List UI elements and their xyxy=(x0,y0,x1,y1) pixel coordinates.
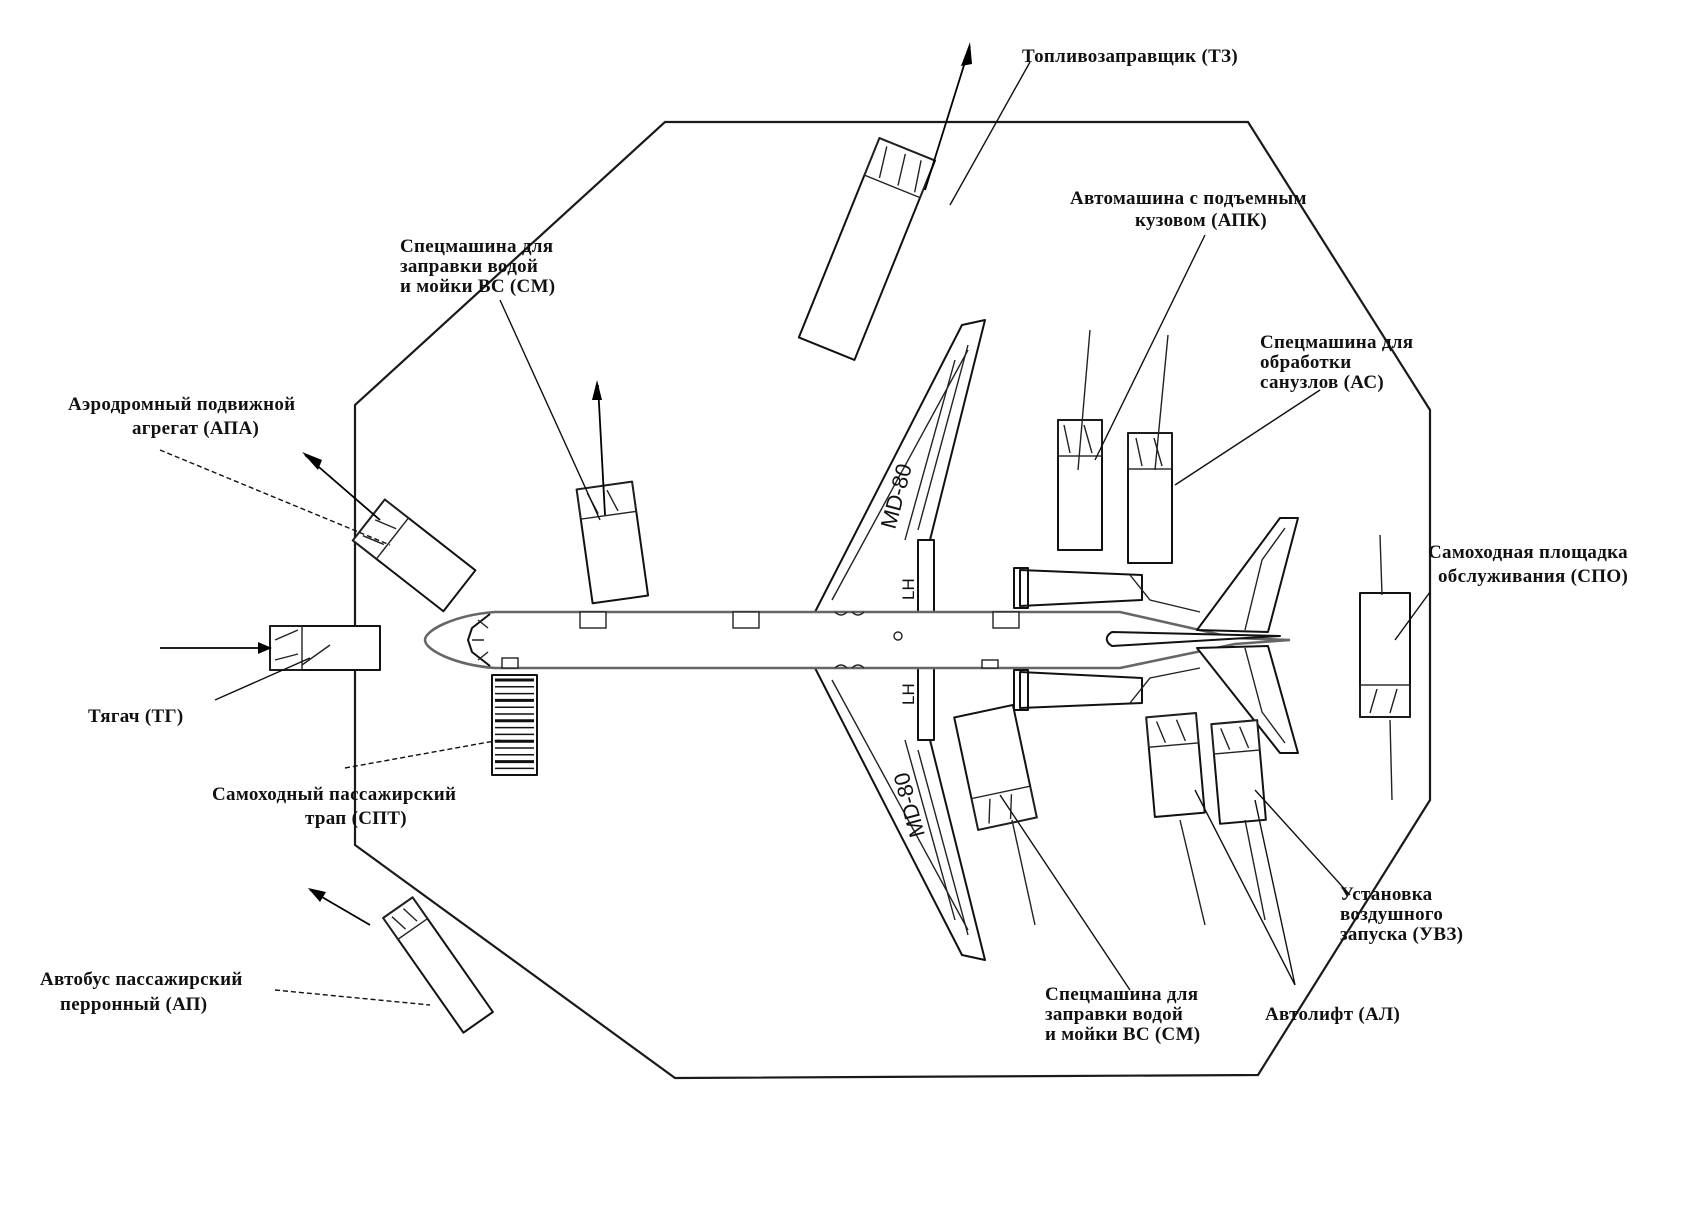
door xyxy=(992,611,1020,629)
svg-text:Топливозаправщик (ТЗ): Топливозаправщик (ТЗ) xyxy=(1022,46,1238,67)
svg-text:заправки водой: заправки водой xyxy=(400,256,538,277)
svg-text:Самоходная площадка: Самоходная площадка xyxy=(1428,542,1628,563)
arrowhead xyxy=(308,888,326,902)
catering-lift-1 xyxy=(1145,711,1206,818)
svg-text:Автобус пассажирский: Автобус пассажирский xyxy=(40,969,243,990)
door xyxy=(579,611,607,629)
fuselage xyxy=(423,610,1291,670)
svg-text:кузовом (АПК): кузовом (АПК) xyxy=(1135,210,1267,231)
svg-text:перронный (АП): перронный (АП) xyxy=(60,994,207,1015)
passenger-stairs xyxy=(491,674,538,776)
water-vehicle-top xyxy=(575,480,650,605)
passenger-bus xyxy=(382,896,494,1034)
label-lift-truck: Автомашина с подъемным кузовом (АПК) xyxy=(1070,188,1307,231)
lift-truck-1-guide-line xyxy=(1077,329,1091,471)
svg-text:заправки водой: заправки водой xyxy=(1045,1004,1183,1025)
water-vehicle-top-direction-arrow xyxy=(597,384,606,516)
label-lavatory-vehicle: Спецмашина для обработки санузлов (АС) xyxy=(1260,332,1413,393)
label-water-vehicle-bottom: Спецмашина для заправки водой и мойки ВС… xyxy=(1045,984,1200,1045)
svg-text:санузлов (АС): санузлов (АС) xyxy=(1260,372,1384,393)
tug xyxy=(269,625,381,671)
aircraft-md80: MD-80 LH MD-80 LH xyxy=(423,319,1299,961)
svg-text:Спецмашина для: Спецмашина для xyxy=(400,236,553,257)
service-platform xyxy=(1359,592,1411,718)
label-air-start: Установка воздушного запуска (УВЗ) xyxy=(1340,884,1463,945)
wing-root-mark-upper: LH xyxy=(899,578,918,600)
label-tug: Тягач (ТГ) xyxy=(88,706,183,727)
engine-lower xyxy=(1013,667,1201,711)
svg-text:Тягач (ТГ): Тягач (ТГ) xyxy=(88,706,183,727)
arrowhead xyxy=(302,452,322,470)
leader-lines xyxy=(159,61,1431,1006)
lift-truck-2 xyxy=(1127,432,1173,564)
water-vehicle-bottom-guide-line xyxy=(1011,819,1036,926)
platform-guide-line-top xyxy=(1379,534,1383,596)
catering-lift-2 xyxy=(1210,719,1267,825)
platform-guide-line-bottom xyxy=(1389,719,1393,801)
lift-truck-2-guide-line xyxy=(1154,334,1169,471)
upper-wing: MD-80 LH xyxy=(814,319,986,613)
catering-lift-1-guide-line xyxy=(1179,819,1206,926)
ground-power-unit xyxy=(351,498,477,613)
svg-text:обработки: обработки xyxy=(1260,352,1352,373)
svg-text:Установка: Установка xyxy=(1340,884,1433,905)
door xyxy=(981,659,999,669)
fuel-truck-direction-arrow xyxy=(924,45,971,191)
lower-wing: MD-80 LH xyxy=(814,667,986,961)
svg-text:обслуживания (СПО): обслуживания (СПО) xyxy=(1438,566,1628,587)
svg-text:и мойки ВС (СМ): и мойки ВС (СМ) xyxy=(1045,1024,1200,1045)
tail-cone xyxy=(1105,631,1281,647)
label-water-vehicle-top: Спецмашина для заправки водой и мойки ВС… xyxy=(400,236,555,297)
svg-text:воздушного: воздушного xyxy=(1340,904,1443,925)
svg-text:запуска (УВЗ): запуска (УВЗ) xyxy=(1340,924,1463,945)
svg-text:Самоходный пассажирский: Самоходный пассажирский xyxy=(212,784,456,805)
door xyxy=(501,657,519,669)
svg-text:и мойки ВС (СМ): и мойки ВС (СМ) xyxy=(400,276,555,297)
door xyxy=(732,611,760,629)
horizontal-stabilizer-lower xyxy=(1196,645,1299,754)
svg-text:Спецмашина для: Спецмашина для xyxy=(1045,984,1198,1005)
fuselage-marker xyxy=(893,631,903,641)
svg-text:Спецмашина для: Спецмашина для xyxy=(1260,332,1413,353)
label-stairs: Самоходный пассажирский трап (СПТ) xyxy=(212,784,456,829)
label-bus: Автобус пассажирский перронный (АП) xyxy=(40,969,243,1015)
svg-text:Автолифт (АЛ): Автолифт (АЛ) xyxy=(1265,1004,1400,1025)
svg-text:Автомашина с подъемным: Автомашина с подъемным xyxy=(1070,188,1307,209)
catering-lift-2-guide-line xyxy=(1244,819,1266,921)
svg-text:агрегат (АПА): агрегат (АПА) xyxy=(132,418,259,439)
horizontal-stabilizer-upper xyxy=(1196,517,1299,633)
label-catering-lift: Автолифт (АЛ) xyxy=(1265,1004,1400,1025)
service-zone-boundary xyxy=(353,120,1432,1080)
svg-text:трап (СПТ): трап (СПТ) xyxy=(305,808,407,829)
cockpit-windows xyxy=(467,613,491,667)
svg-text:Аэродромный подвижной: Аэродромный подвижной xyxy=(68,394,295,415)
arrowhead xyxy=(961,42,972,66)
engine-upper xyxy=(1013,567,1201,613)
label-gpu: Аэродромный подвижной агрегат (АПА) xyxy=(68,394,295,439)
label-fuel-truck: Топливозаправщик (ТЗ) xyxy=(1022,46,1238,67)
label-platform: Самоходная площадка обслуживания (СПО) xyxy=(1428,542,1628,587)
wing-root-mark-lower: LH xyxy=(899,683,918,705)
arrowhead xyxy=(258,642,272,654)
fuel-truck xyxy=(797,137,937,361)
arrowhead xyxy=(592,380,602,400)
water-vehicle-bottom xyxy=(953,703,1038,831)
